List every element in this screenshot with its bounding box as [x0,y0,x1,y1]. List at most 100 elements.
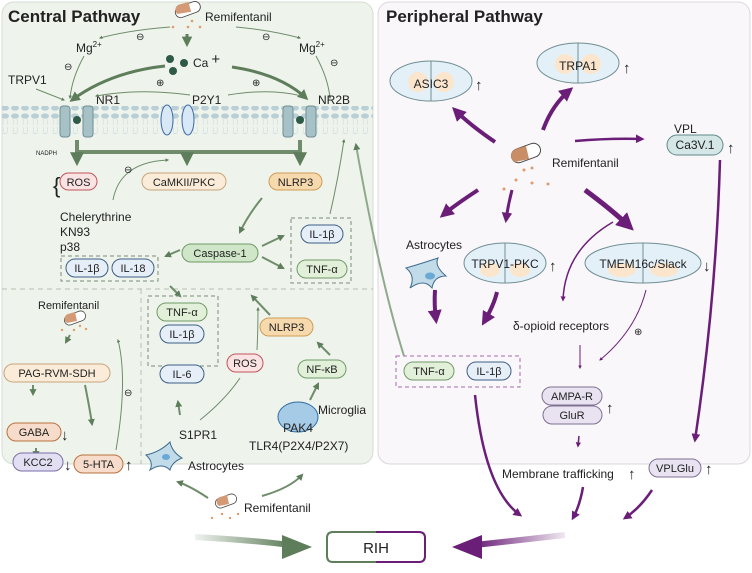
arrow-drug-trpa1 [541,87,574,131]
svg-text:GABA: GABA [19,427,50,439]
astrocyte-icon [144,440,184,472]
nr2b-channel [282,105,317,138]
up-arrow-icon: ↑ [606,400,614,417]
arrow-cytokines-rih [473,394,523,517]
inhibit-symbol: ⊖ [330,58,338,69]
arrow-caspase-il1b [261,234,285,247]
svg-text:IL-1β: IL-1β [476,366,501,378]
arrow-p2y1-nr2b [227,91,304,98]
trpv1-pkc-channel: TRPV1-PKC [463,242,547,284]
svg-text:PAG-RVM-SDH: PAG-RVM-SDH [18,368,95,380]
svg-text:IL-1β: IL-1β [309,229,334,241]
activate-symbol: ⊕ [634,327,642,338]
hta-node: 5-HTA [73,454,124,474]
inhibit-symbol: ⊖ [124,388,132,399]
arrow-il1b-nr2b [329,138,346,215]
p2y1-label: P2Y1 [192,93,222,107]
arrow-ca3v1-vplglu [691,159,722,443]
gaba-node: GABA [6,422,62,442]
p2y1-receptor [160,104,195,136]
activate-symbol: ⊕ [156,78,164,89]
peripheral-panel [377,1,751,465]
up-arrow-icon: ↑ [549,258,557,275]
brace: { [53,173,60,198]
il1b-node: IL-1β [65,258,109,278]
ros-node-lower: ROS [226,353,264,373]
svg-text:GluR: GluR [559,410,584,422]
pill-icon-peripheral [502,142,550,191]
remifentanil-lower-label: Remifentanil [38,300,99,312]
arrow-drug-pag [64,334,72,344]
nr1-label: NR1 [96,93,120,107]
arrow-drug-microglia [261,473,304,497]
arrow-inhibitors-camkii [112,158,170,201]
up-arrow-icon: ↑ [623,60,631,77]
arrow-nlrp3-caspase [238,197,263,234]
arrow-drug-astrocytes [176,480,209,499]
mg-left-label: Mg2+ [76,40,102,55]
arrow-tmem-delta [560,221,614,302]
svg-text:NLRP3: NLRP3 [278,177,313,189]
microglia-label: Microglia [318,403,366,417]
svg-text:IL-18: IL-18 [120,263,145,275]
arrow-astro-tnfa [427,289,442,325]
arrow-central-rih [194,534,291,548]
arrow-peripheral-rih [474,532,566,548]
nfkb-node: NF-κB [297,359,347,379]
il1b-node-right: IL-1β [300,224,344,244]
svg-text:KCC2: KCC2 [23,457,52,469]
arrow-nfkb-nlrp3 [316,341,331,356]
line-s1pr1-ros [199,377,241,421]
s1pr1-label: S1PR1 [179,428,217,442]
arrow-caspase-il [164,249,181,258]
svg-text:Caspase-1: Caspase-1 [193,248,246,260]
arrow-drug-astrocytes-p [439,188,480,218]
svg-text:ASIC3: ASIC3 [414,77,449,91]
trafficking-label: Membrane trafficking [502,467,614,481]
svg-text:5-HTA: 5-HTA [83,459,115,471]
camkii-pkc-node: CaMKII/PKC [141,172,227,191]
astrocytes-label: Astrocytes [188,459,244,473]
arrow-vplglu-rih [622,489,654,520]
arrow-caspase-tnfa [261,256,285,269]
cytokine-box-left [60,255,159,282]
svg-text:CaMKII/PKC: CaMKII/PKC [153,177,215,189]
cytokine-box-right [290,217,352,284]
tlr4-label: TLR4(P2X4/P2X7) [249,439,348,453]
arrow-drug-asic3 [452,107,497,144]
arrow-il-lower [169,285,182,298]
arrow-trpv1pkc-il1b [481,291,499,326]
delta-opioid-label: δ-opioid receptors [513,319,609,333]
inhibitor-3: p38 [60,240,80,254]
pill-icon-lower-right [210,493,240,520]
svg-text:TNF-α: TNF-α [166,307,198,319]
il1b-node-peripheral: IL-1β [466,361,512,381]
inhibit-symbol: ⊖ [136,32,144,43]
arrow-pag-hta [84,384,95,427]
inhibit-symbol: ⊖ [262,32,270,43]
inhibit-symbol: ⊖ [124,165,132,176]
svg-text:ROS: ROS [233,358,257,370]
svg-text:VPLGlu: VPLGlu [656,463,694,475]
svg-text:Ca3V.1: Ca3V.1 [676,138,715,152]
arrow-drug-tmem [583,187,634,231]
down-arrow-icon: ↓ [61,427,69,444]
svg-text:PAK4: PAK4 [283,421,313,435]
astrocyte-icon-peripheral [404,257,448,290]
inhibit-symbol: ⊖ [64,62,72,73]
up-arrow-icon: ↑ [705,461,713,478]
calcium-ions-icon [166,55,188,75]
svg-text:NLRP3: NLRP3 [269,322,304,334]
svg-text:IL-6: IL-6 [173,369,192,381]
arrow-trafficking-rih [571,486,585,521]
up-arrow-icon: ↑ [727,140,735,157]
arrow-drug-mg-left [98,26,171,40]
svg-text:TNF-α: TNF-α [413,366,445,378]
tnfa-node-lower: TNF-α [156,302,208,322]
glur-node: GluR [542,405,603,425]
ca-label: Ca+ [193,51,220,70]
astrocytes-peripheral-label: Astrocytes [406,238,462,252]
down-arrow-icon: ↓ [64,457,72,474]
vplglu-node: VPLGlu [648,458,702,478]
